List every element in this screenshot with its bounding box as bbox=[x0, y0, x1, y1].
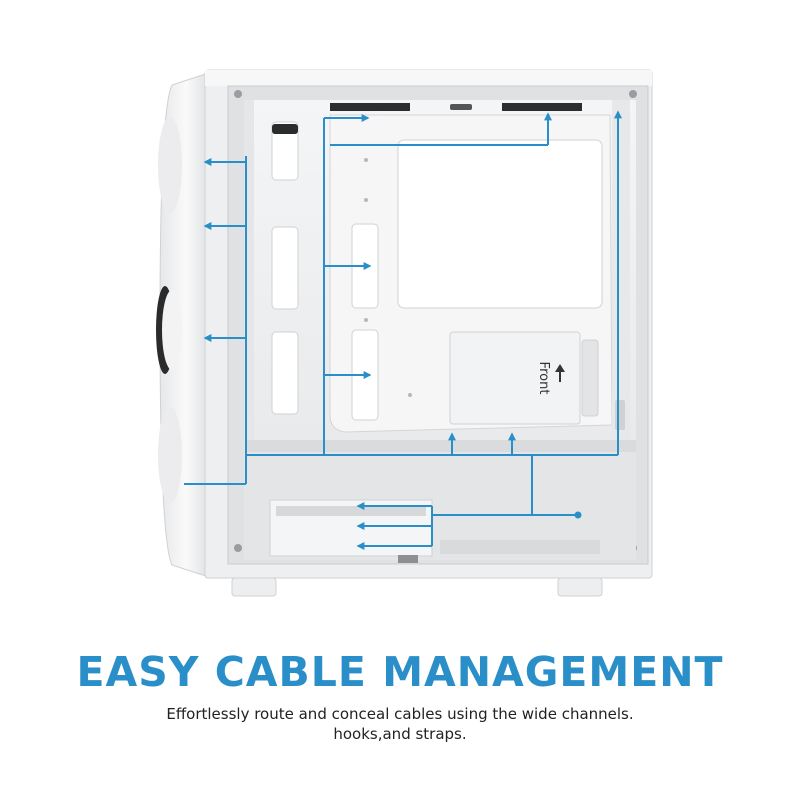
drive-bay: Front bbox=[449, 331, 599, 425]
description-line-1: Effortlessly route and conceal cables us… bbox=[166, 705, 634, 723]
arrow-up-icon bbox=[555, 364, 565, 382]
cable-routing-arrows bbox=[184, 110, 622, 550]
headline: EASY CABLE MANAGEMENT bbox=[76, 648, 724, 696]
description-line-2: hooks,and straps. bbox=[333, 725, 467, 743]
drive-front-label: Front bbox=[536, 362, 551, 395]
description: Effortlessly route and conceal cables us… bbox=[0, 704, 800, 744]
product-illustration: Front bbox=[156, 69, 653, 597]
